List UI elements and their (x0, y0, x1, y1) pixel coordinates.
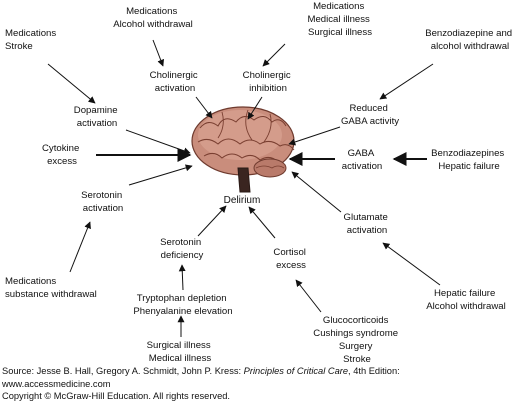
node-cholinergic-inhibition: Cholinergic inhibition (243, 70, 294, 94)
copyright-line: Copyright © McGraw-Hill Education. All r… (2, 391, 230, 402)
node-medications-substance-withdrawal: Medications substance withdrawal (5, 276, 97, 300)
node-serotonin-deficiency: Serotonin deficiency (160, 237, 204, 261)
source-citation: Source: Jesse B. Hall, Gregory A. Schmid… (2, 365, 518, 403)
node-cortisol-excess: Cortisol excess (273, 247, 308, 271)
node-surgical-medical-illness: Surgical illness Medical illness (147, 340, 214, 364)
node-glucocorticoids-cushings-surgery-stroke: Glucocorticoids Cushings syndrome Surger… (313, 315, 400, 365)
brain-icon (191, 106, 295, 193)
node-hepatic-failure-alcohol-withdrawal: Hepatic failure Alcohol withdrawal (426, 288, 505, 312)
source-suffix: , 4th Edition: (348, 366, 400, 376)
node-dopamine-activation: Dopamine activation (74, 105, 120, 129)
node-medications-stroke: Medications Stroke (5, 28, 59, 52)
node-cytokine-excess: Cytokine excess (42, 143, 82, 167)
source-line: Source: Jesse B. Hall, Gregory A. Schmid… (2, 365, 518, 378)
node-medications-illness: Medications Medical illness Surgical ill… (307, 1, 372, 38)
delirium-label: Delirium (224, 195, 261, 206)
source-prefix: Source: Jesse B. Hall, Gregory A. Schmid… (2, 366, 244, 376)
book-title: Principles of Critical Care (243, 366, 349, 376)
node-tryptophan-phenyalanine: Tryptophan depletion Phenyalanine elevat… (133, 293, 232, 317)
node-benzodiazepines-hepatic-failure: Benzodiazepines Hepatic failure (431, 148, 507, 172)
node-gaba-activation: GABA activation (342, 148, 383, 172)
delirium-diagram: Delirium Medications Stroke Medications … (5, 1, 515, 365)
node-glutamate-activation: Glutamate activation (344, 212, 391, 236)
node-medications-alcohol-withdrawal: Medications Alcohol withdrawal (113, 6, 192, 30)
node-serotonin-activation: Serotonin activation (81, 190, 125, 214)
source-url[interactable]: www.accessmedicine.com (2, 378, 111, 389)
node-reduced-gaba-activity: Reduced GABA activity (341, 103, 399, 127)
node-cholinergic-activation: Cholinergic activation (150, 70, 201, 94)
node-benzodiazepine-alcohol-withdrawal: Benzodiazepine and alcohol withdrawal (425, 28, 515, 52)
